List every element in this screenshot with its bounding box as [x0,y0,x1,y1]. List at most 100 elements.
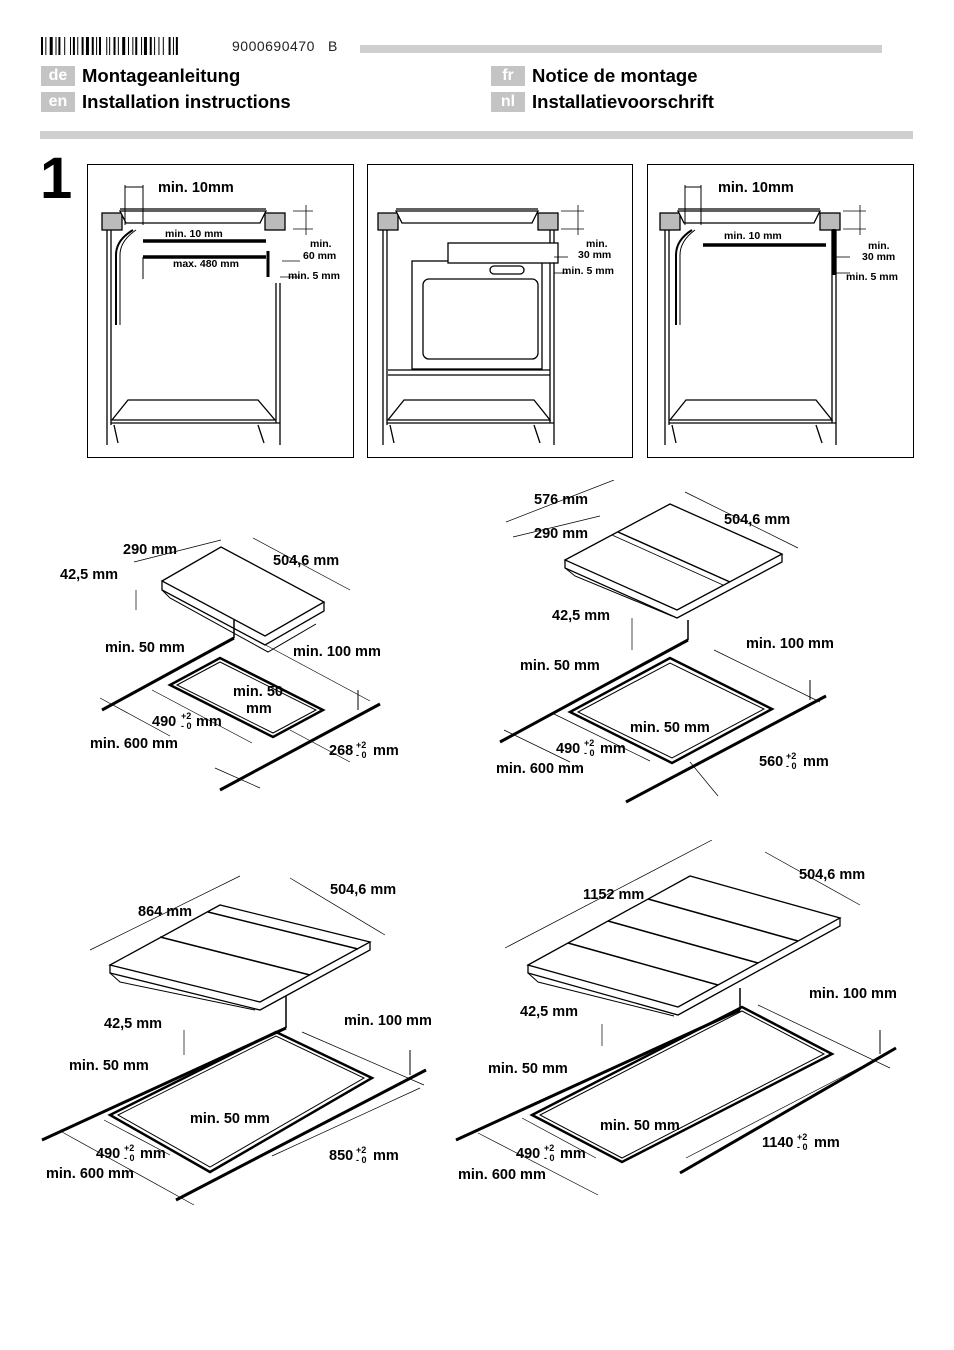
barcode-stripe [81,37,84,55]
barcode-stripe [55,37,57,55]
unit-mm: mm [140,1146,166,1162]
barcode-stripe [141,37,143,55]
header-bar [360,45,882,53]
language-title: Installation instructions [82,91,291,112]
unit-mm: mm [803,754,829,770]
unit-mm: mm [560,1146,586,1162]
tolerance-minus: - 0 [356,750,367,760]
label-30-mm: 30 mm [862,251,895,263]
unit-mm: mm [600,741,626,757]
label-min: min. [586,238,608,250]
dim-min-back: min. 100 mm [746,636,834,652]
dim-cutout-depth: 490 [516,1146,540,1162]
barcode-stripe [106,37,108,55]
label-min-10-mm: min. 10 mm [165,228,223,240]
barcode-stripe [58,37,61,55]
barcode-stripe [77,37,79,55]
language-de: de Montageanleitung [41,65,240,87]
dim-depth: 504,6 mm [273,553,339,569]
dim-min-front: min. 50 mm [520,658,600,674]
dim-width: 290 mm [123,542,177,558]
label-min-10-mm: min. 10 mm [724,230,782,242]
barcode-stripe [154,37,156,55]
barcode-stripe [64,37,66,55]
hob-diagram-3: 864 mm 504,6 mm 42,5 mm min. 50 mm min. … [41,875,432,1206]
unit-mm: mm [196,714,222,730]
dim-min-front: min. 50 mm [105,640,185,656]
label-min-10mm: min. 10mm [718,180,794,196]
dim-depth: 504,6 mm [330,882,396,898]
label-30-mm: 30 mm [578,249,611,261]
tolerance-plus: +2 [544,1143,554,1153]
barcode-stripe [122,37,126,55]
barcode-stripe [72,37,75,55]
label-min: min. [310,238,332,250]
tolerance-minus: - 0 [786,761,797,771]
hob-diagram-1: 290 mm 504,6 mm 42,5 mm min. 50 mm min. … [60,537,399,792]
tolerance-plus: +2 [786,751,796,761]
document-number-value: 9000690470 [232,38,315,54]
barcode [41,37,178,55]
barcode-stripe [41,37,43,55]
language-code-badge: de [41,66,75,86]
dim-worktop: min. 600 mm [496,761,584,777]
tolerance-plus: +2 [356,1145,366,1155]
dim-min-front: min. 50 mm [69,1058,149,1074]
dim-worktop: min. 600 mm [458,1167,546,1183]
barcode-stripe [91,37,94,55]
language-code-badge: fr [491,66,525,86]
barcode-stripe [162,37,164,55]
barcode-stripe [109,37,111,55]
dim-min-side-unit: mm [246,701,272,717]
dim-width: 1152 mm [583,887,644,903]
dim-min-back: min. 100 mm [293,644,381,660]
tolerance-minus: - 0 [356,1155,367,1165]
dim-depth: 504,6 mm [724,512,790,528]
barcode-stripe [143,37,147,55]
tolerance-plus: +2 [181,711,191,721]
dim-cutout-width: 268 [329,743,353,759]
cabinet-panel-left: min. 10mm min. 10 mm max. 480 mm min. 60… [87,164,354,458]
barcode-stripe [45,37,47,55]
document-number: 9000690470 B [232,38,338,54]
cabinet-drawing: min. 10mm min. 10 mm min. 30 mm min. 5 m… [659,180,898,445]
tolerance-minus: - 0 [181,721,192,731]
dim-thickness: 42,5 mm [104,1016,162,1032]
tolerance-minus: - 0 [797,1142,808,1152]
tolerance-plus: +2 [124,1143,134,1153]
dim-zone-width: 290 mm [534,526,588,542]
language-nl: nl Installatievoorschrift [491,91,714,113]
tolerance-plus: +2 [356,740,366,750]
dim-cutout-depth: 490 [96,1146,120,1162]
barcode-stripe [117,37,119,55]
barcode-stripe [172,37,174,55]
language-code-badge: nl [491,92,525,112]
dim-thickness: 42,5 mm [520,1004,578,1020]
label-min-5-mm: min. 5 mm [562,265,614,277]
dim-min-back: min. 100 mm [344,1013,432,1029]
barcode-stripe [135,37,138,55]
unit-mm: mm [373,743,399,759]
tolerance-plus: +2 [797,1132,807,1142]
barcode-stripe [85,37,89,55]
tolerance-minus: - 0 [544,1153,555,1163]
dim-width: 864 mm [138,904,192,920]
dim-worktop: min. 600 mm [90,736,178,752]
cabinet-panel-right: min. 10mm min. 10 mm min. 30 mm min. 5 m… [647,164,914,458]
barcode-stripe [168,37,171,55]
dim-min-side: min. 50 [233,684,283,700]
dim-min-side: min. 50 mm [630,720,710,736]
hob-diagram-4: 1152 mm 504,6 mm 42,5 mm min. 50 mm min.… [455,840,897,1196]
language-code-badge: en [41,92,75,112]
step-number: 1 [40,146,73,211]
dim-min-side: min. 50 mm [600,1118,680,1134]
barcode-stripe [70,37,71,55]
language-title: Notice de montage [532,65,698,86]
dim-cutout-depth: 490 [152,714,176,730]
label-min: min. [868,240,890,252]
label-min-5-mm: min. 5 mm [846,271,898,283]
cabinet-panel-middle: min. 30 mm min. 5 mm [367,164,633,458]
unit-mm: mm [814,1135,840,1151]
tolerance-minus: - 0 [124,1153,135,1163]
cabinet-oven-drawing: min. 30 mm min. 5 mm [377,205,614,445]
